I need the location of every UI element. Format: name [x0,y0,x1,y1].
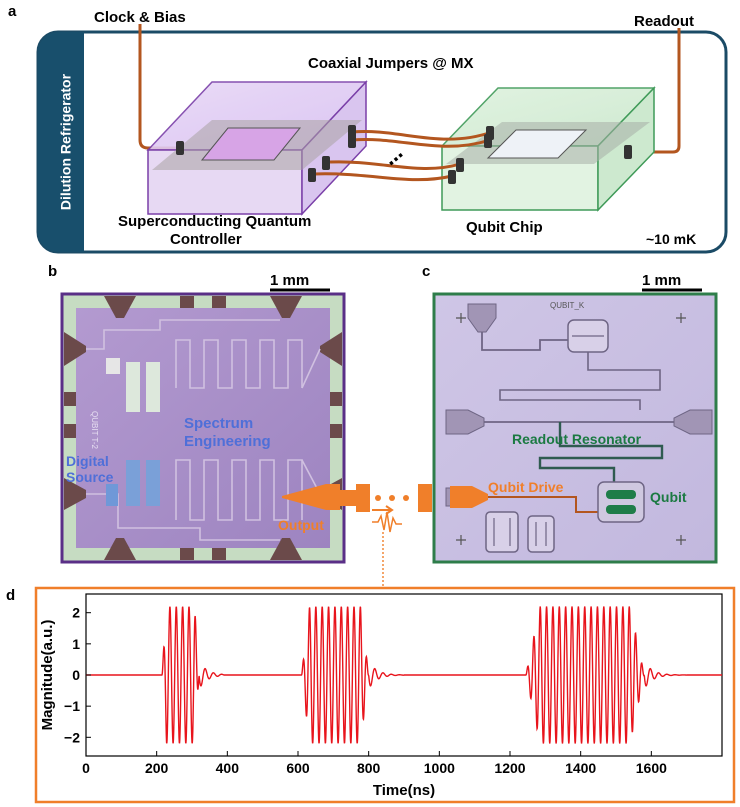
coax-jumpers [313,130,493,182]
panel-a: a Dilution Refrigerator Clock & Bias Rea… [8,3,728,254]
qubit-pocket [597,481,645,523]
fridge-label: Dilution Refrigerator [58,73,74,210]
panel-c-letter: c [422,263,430,280]
y-tick-label: 1 [72,636,80,652]
x-axis-label: Time(ns) [373,782,435,799]
digital-label-1: Digital [66,453,109,469]
x-tick-label: 1200 [494,760,525,776]
qubit-chip-filters [485,511,555,553]
qubit-pad-bottom [606,505,636,514]
controller-label-1: Superconducting Quantum [118,213,311,230]
signal-series [86,606,722,744]
panel-b-letter: b [48,263,57,280]
panel-a-letter: a [8,3,17,20]
y-tick-label: 0 [72,667,80,683]
y-ticks: −2 −1 0 1 2 [64,605,91,745]
y-tick-label: −1 [64,698,80,714]
temperature-label: ~10 mK [646,231,696,247]
panel-d-letter: d [6,587,15,604]
controller-chip-id: QUBIT T-2 [90,411,99,449]
connectors [176,125,632,184]
controller-box [146,80,368,216]
qubit-drive-pad [450,486,488,508]
digital-label-2: Source [66,469,114,485]
panel-c: c 1 mm QUBIT_K Read [422,263,718,564]
qubit-chip-id: QUBIT_K [550,301,585,310]
x-tick-label: 800 [357,760,381,776]
qubit-chip-lines [481,319,674,513]
x-ticks: 0 200 400 600 800 1000 1200 1400 1600 [82,751,667,776]
panel-b-scale: 1 mm [270,272,309,289]
clock-bias-label: Clock & Bias [94,9,186,26]
output-pad [282,484,340,510]
fridge-side-bar [38,32,84,252]
x-tick-label: 1000 [424,760,455,776]
x-tick-label: 600 [286,760,310,776]
controller-chip-blocks [106,358,160,506]
qubit-drive-label: Qubit Drive [488,479,564,495]
qubit-chip-label: Qubit Chip [466,219,543,236]
x-tick-label: 1400 [565,760,596,776]
panel-b: b 1 mm [48,263,346,564]
spectrum-label-2: Engineering [184,433,271,450]
external-cables [138,24,681,154]
spectrum-label-1: Spectrum [184,415,253,432]
chip-link [340,484,432,586]
qubit-chip-box [440,86,656,212]
x-tick-label: 1600 [636,760,667,776]
mini-pulse-icon [372,511,402,533]
controller-label-2: Controller [170,231,242,248]
x-tick-label: 200 [145,760,169,776]
controller-chip-pads [64,296,342,560]
readout-resonator-label: Readout Resonator [512,431,642,447]
output-label: Output [278,517,324,533]
x-tick-label: 400 [216,760,240,776]
y-tick-label: −2 [64,729,80,745]
y-tick-label: 2 [72,605,80,621]
readout-label: Readout [634,13,694,30]
qubit-label: Qubit [650,489,687,505]
qubit-pad-top [606,490,636,499]
y-axis-label: Magnitude(a.u.) [39,620,56,731]
qubit-chip-markers [456,313,686,545]
waveform-plot: 0 200 400 600 800 1000 1200 1400 1600 −2 −1 0 1 2 [64,593,723,776]
x-tick-label: 0 [82,760,90,776]
coax-label: Coaxial Jumpers @ MX [308,55,474,72]
panel-c-scale: 1 mm [642,272,681,289]
